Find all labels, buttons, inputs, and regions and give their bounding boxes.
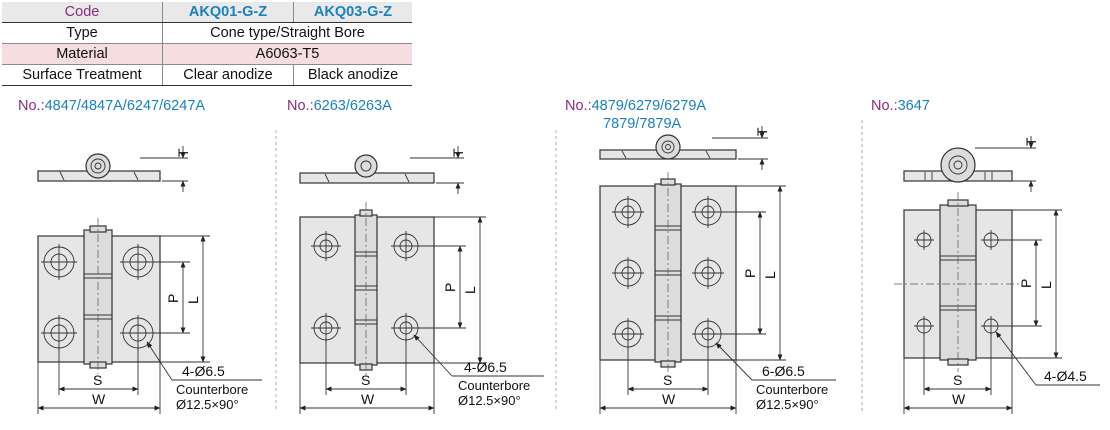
hinge-2-hole-1	[311, 231, 341, 261]
hinge-4-dim-s: S	[953, 372, 962, 388]
hinge-1-front-view	[37, 218, 161, 374]
model-prefix-3: No.:	[565, 98, 592, 114]
hinge-2-dim-t: T	[450, 148, 466, 157]
surface-label: Surface Treatment	[2, 64, 163, 86]
hinge-4-side-view	[903, 147, 1013, 183]
model-prefix-1: No.:	[18, 98, 45, 114]
hinge-2-dim-w: W	[361, 391, 375, 407]
hinge-4-dim-p: P	[1018, 279, 1034, 288]
model-prefix-2: No.:	[287, 98, 314, 114]
spec-row-material: Material A6063-T5	[2, 43, 412, 65]
type-label: Type	[2, 22, 163, 44]
hinge-1-hole-1	[41, 244, 77, 280]
surface-black: Black anodize	[293, 64, 412, 86]
spec-table: Code AKQ01-G-Z AKQ03-G-Z Type Cone type/…	[2, 2, 412, 86]
hinge-4-drawing: T	[894, 136, 1100, 414]
code-label: Code	[2, 2, 163, 23]
hinge-1-side-view	[37, 153, 161, 182]
hinge-3-dim-s: S	[663, 372, 672, 388]
hinge-1-hole-spec: 4-Ø6.5	[182, 363, 225, 379]
hinge-1-drawing: T	[37, 146, 262, 414]
model-numbers-3: 4879/6279/6279A	[591, 98, 707, 114]
hinge-1-counterbore-size: Ø12.5×90°	[176, 397, 239, 412]
spec-row-code: Code AKQ01-G-Z AKQ03-G-Z	[2, 2, 412, 23]
model-number-3: No.:4879/6279/6279A	[565, 98, 706, 114]
model-number-1: No.:4847/4847A/6247/6247A	[18, 98, 205, 114]
hinge-4-dim-w: W	[952, 391, 966, 407]
hinge-4-hole-1	[914, 230, 934, 250]
model-numbers-3-line2: 7879/7879A	[603, 116, 682, 132]
hinge-1-hole-2	[120, 244, 156, 280]
hinge-1-dim-l: L	[185, 296, 201, 304]
type-value: Cone type/Straight Bore	[162, 22, 412, 44]
hinge-3-counterbore-size: Ø12.5×90°	[756, 397, 819, 412]
hinge-1-dim-w: W	[92, 391, 106, 407]
hinge-3-dim-l: L	[762, 271, 778, 279]
hinge-1-counterbore: Counterbore	[176, 382, 248, 397]
hinge-2-counterbore: Counterbore	[458, 378, 530, 393]
hinge-2-side-view	[299, 154, 435, 184]
hinge-2-drawing: T	[299, 146, 544, 414]
hinge-3-hole-4	[692, 257, 724, 289]
hinge-2-front-view	[299, 202, 435, 376]
material-value: A6063-T5	[162, 43, 412, 65]
hinge-1-dim-s: S	[93, 372, 102, 388]
hinge-3-side-view	[599, 134, 737, 160]
model-numbers-2: 6263/6263A	[313, 98, 392, 114]
hinge-3-counterbore: Counterbore	[756, 382, 828, 397]
hinge-3-dim-w: W	[662, 391, 676, 407]
material-label: Material	[2, 43, 163, 65]
hinge-4-hole-spec: 4-Ø4.5	[1044, 368, 1087, 384]
hinge-1-dim-t: T	[175, 148, 191, 157]
hinge-3-hole-3	[612, 257, 644, 289]
model-number-2: No.:6263/6263A	[287, 98, 392, 114]
hinge-2-dim-s: S	[361, 372, 370, 388]
surface-clear: Clear anodize	[162, 64, 294, 86]
hinge-3-front-view	[599, 172, 737, 374]
hinge-3-drawing: T	[599, 126, 836, 414]
hinge-2-dim-l: L	[462, 286, 478, 294]
hinge-2-dim-p: P	[442, 283, 458, 292]
model-numbers-4: 3647	[897, 98, 930, 114]
model-prefix-4: No.:	[871, 98, 898, 114]
hinge-4-dim-l: L	[1038, 281, 1054, 289]
model-number-4: No.:3647	[871, 98, 930, 114]
code-akq03: AKQ03-G-Z	[293, 2, 412, 23]
spec-row-surface: Surface Treatment Clear anodize Black an…	[2, 64, 412, 86]
spec-row-type: Type Cone type/Straight Bore	[2, 22, 412, 44]
hinge-4-dim-t: T	[1023, 137, 1039, 146]
hinge-1-dim-p: P	[165, 294, 181, 303]
hinge-2-hole-spec: 4-Ø6.5	[464, 359, 507, 375]
hinge-2-hole-3	[311, 313, 341, 343]
hinge-4-front-view	[894, 192, 1022, 372]
hinge-3-hole-1	[612, 196, 644, 228]
hinge-3-dim-t: T	[754, 127, 770, 136]
hinge-3-hole-spec: 6-Ø6.5	[762, 363, 805, 379]
hinge-2-counterbore-size: Ø12.5×90°	[458, 393, 521, 408]
model-numbers-1: 4847/4847A/6247/6247A	[44, 98, 206, 114]
code-akq01: AKQ01-G-Z	[162, 2, 294, 23]
hinge-3-dim-p: P	[742, 269, 758, 278]
